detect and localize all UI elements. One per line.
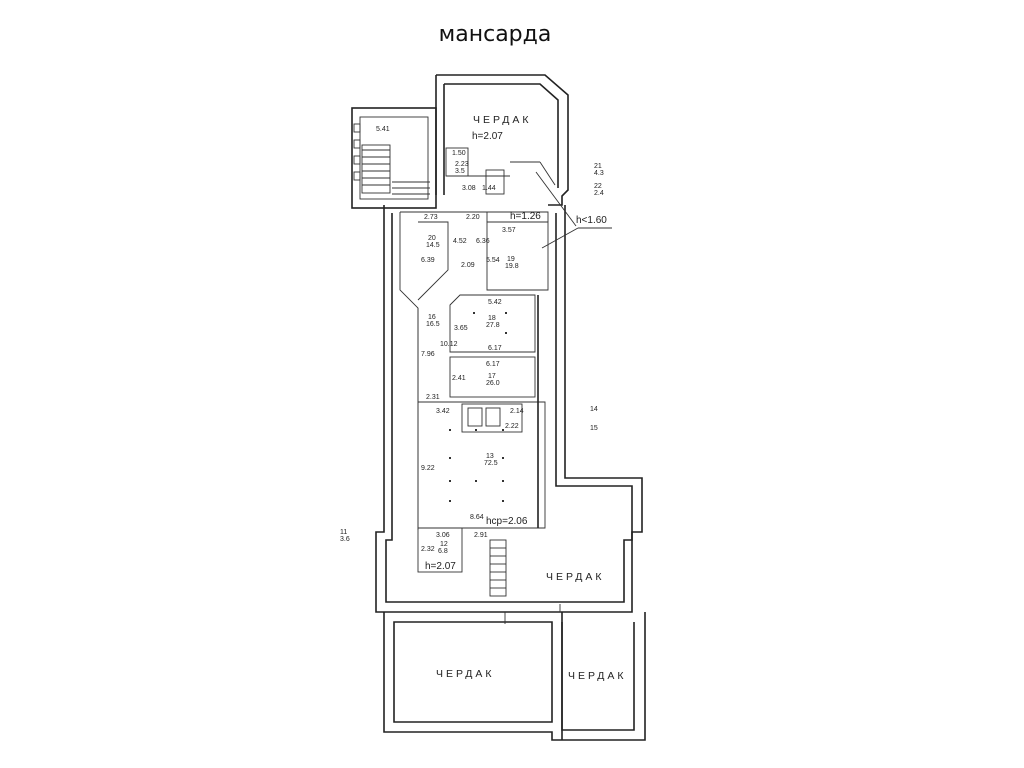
dim-label: 3.5 [455,168,465,175]
ext-label: 15 [590,425,598,432]
dim-label: 2.22 [505,423,519,430]
room-area: 6.8 [438,548,448,555]
ext-label: 2.4 [594,190,604,197]
dim-label: 2.23 [455,161,469,168]
dim-label: 5.54 [486,257,500,264]
room-area: 16.5 [426,321,440,328]
room-number: 12 [440,541,448,548]
height-avg: hср=2.06 [486,516,528,527]
dim-label: 2.14 [510,408,524,415]
room-number: 19 [507,256,515,263]
ext-label: 21 [594,163,602,170]
height-top: h=2.07 [472,131,503,142]
dim-label: 2.20 [466,214,480,221]
room-area: 19.8 [505,263,519,270]
height-small: h=2.07 [425,561,456,572]
ext-label: 4.3 [594,170,604,177]
ext-label: 3.6 [340,536,350,543]
dim-label: 3.42 [436,408,450,415]
room-number: 13 [486,453,494,460]
inner-rooms [399,147,612,624]
room-number: 20 [428,235,436,242]
dim-label: 3.08 [462,185,476,192]
dim-label: 5.42 [488,299,502,306]
staircase-top [353,123,430,195]
dimension-labels: 5.41 1.50 2.23 3.5 3.08 1.44 2.73 2.20 3… [340,126,604,555]
ext-label: 11 [340,529,347,536]
dim-label: 10.12 [440,341,458,348]
dim-label: 1.50 [452,150,466,157]
height-160: h<1.60 [576,215,607,226]
outer-walls [351,74,646,741]
attic-label-bottom-right: ЧЕРДАК [568,670,627,682]
dim-label: 5.41 [376,126,390,133]
attic-label-bottom-left: ЧЕРДАК [436,668,495,680]
room-area: 72.5 [484,460,498,467]
room-number: 16 [428,314,436,321]
room-area: 27.8 [486,322,500,329]
dim-label: 1.44 [482,185,496,192]
dim-label: 3.06 [436,532,450,539]
dim-label: 2.09 [461,262,475,269]
dim-label: 3.57 [502,227,516,234]
room-area: 26.0 [486,380,500,387]
dim-label: 2.73 [424,214,438,221]
dim-label: 2.91 [474,532,488,539]
dim-label: 7.96 [421,351,435,358]
dim-label: 6.17 [486,361,500,368]
room-number: 18 [488,315,496,322]
dim-label: 6.17 [488,345,502,352]
attic-label-top: ЧЕРДАК [473,114,532,126]
ext-label: 22 [594,183,602,190]
column-dots [449,312,507,502]
dim-label: 4.52 [453,238,467,245]
room-number: 17 [488,373,496,380]
attic-label-mid: ЧЕРДАК [546,571,605,583]
dim-label: 9.22 [421,465,435,472]
page-title: мансарда [438,22,552,47]
ext-label: 14 [590,406,598,413]
dim-label: 6.36 [476,238,490,245]
dim-label: 8.64 [470,514,484,521]
height-126: h=1.26 [510,211,541,222]
dim-label: 6.39 [421,257,435,264]
dim-label: 3.65 [454,325,468,332]
dim-label: 2.32 [421,546,435,553]
dim-label: 2.41 [452,375,466,382]
dim-label: 2.31 [426,394,440,401]
room-area: 14.5 [426,242,440,249]
